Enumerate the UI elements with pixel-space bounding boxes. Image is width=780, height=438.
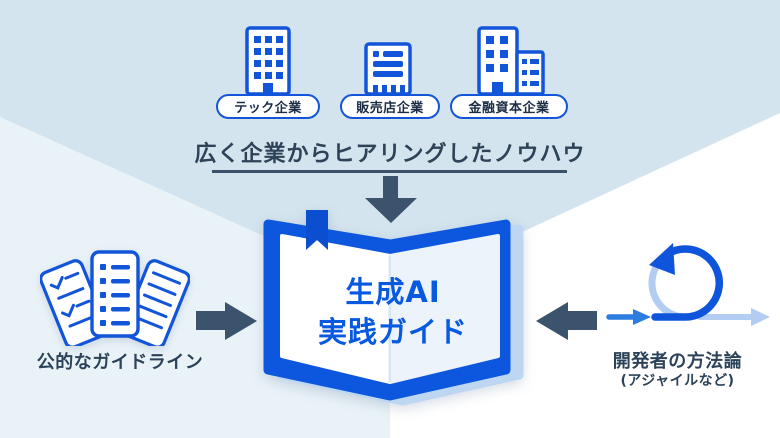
left-source-label: 公的なガイドライン xyxy=(36,352,204,373)
book-title-line1: 生成AI xyxy=(345,275,441,309)
documents-icon xyxy=(39,246,191,350)
company-label-finance: 金融資本企業 xyxy=(468,101,550,116)
right-source-sublabel: (アジャイルなど) xyxy=(620,373,735,389)
bookmark-ribbon xyxy=(306,210,328,250)
store-building-icon xyxy=(362,42,414,100)
company-pill-retail: 販売店企業 xyxy=(340,94,440,119)
book-title-line2: 実践ガイド xyxy=(317,315,468,350)
company-pill-finance: 金融資本企業 xyxy=(450,94,568,119)
finance-buildings-icon xyxy=(474,26,548,100)
heading-underline xyxy=(212,170,567,173)
company-label-retail: 販売店企業 xyxy=(356,101,424,116)
arrow-right-icon xyxy=(195,300,259,346)
office-building-icon xyxy=(240,26,296,100)
right-source-label: 開発者の方法論 xyxy=(612,351,743,372)
company-pill-tech: テック企業 xyxy=(216,94,320,119)
book-title: 生成AI 実践ガイド xyxy=(248,272,538,352)
agile-loop-icon xyxy=(605,238,777,337)
arrow-left-icon xyxy=(534,300,598,346)
open-book-icon xyxy=(248,198,538,412)
heading-text: 広く企業からヒアリングしたノウハウ xyxy=(194,142,586,167)
arrow-down-icon xyxy=(363,176,419,228)
company-label-tech: テック企業 xyxy=(234,101,302,116)
